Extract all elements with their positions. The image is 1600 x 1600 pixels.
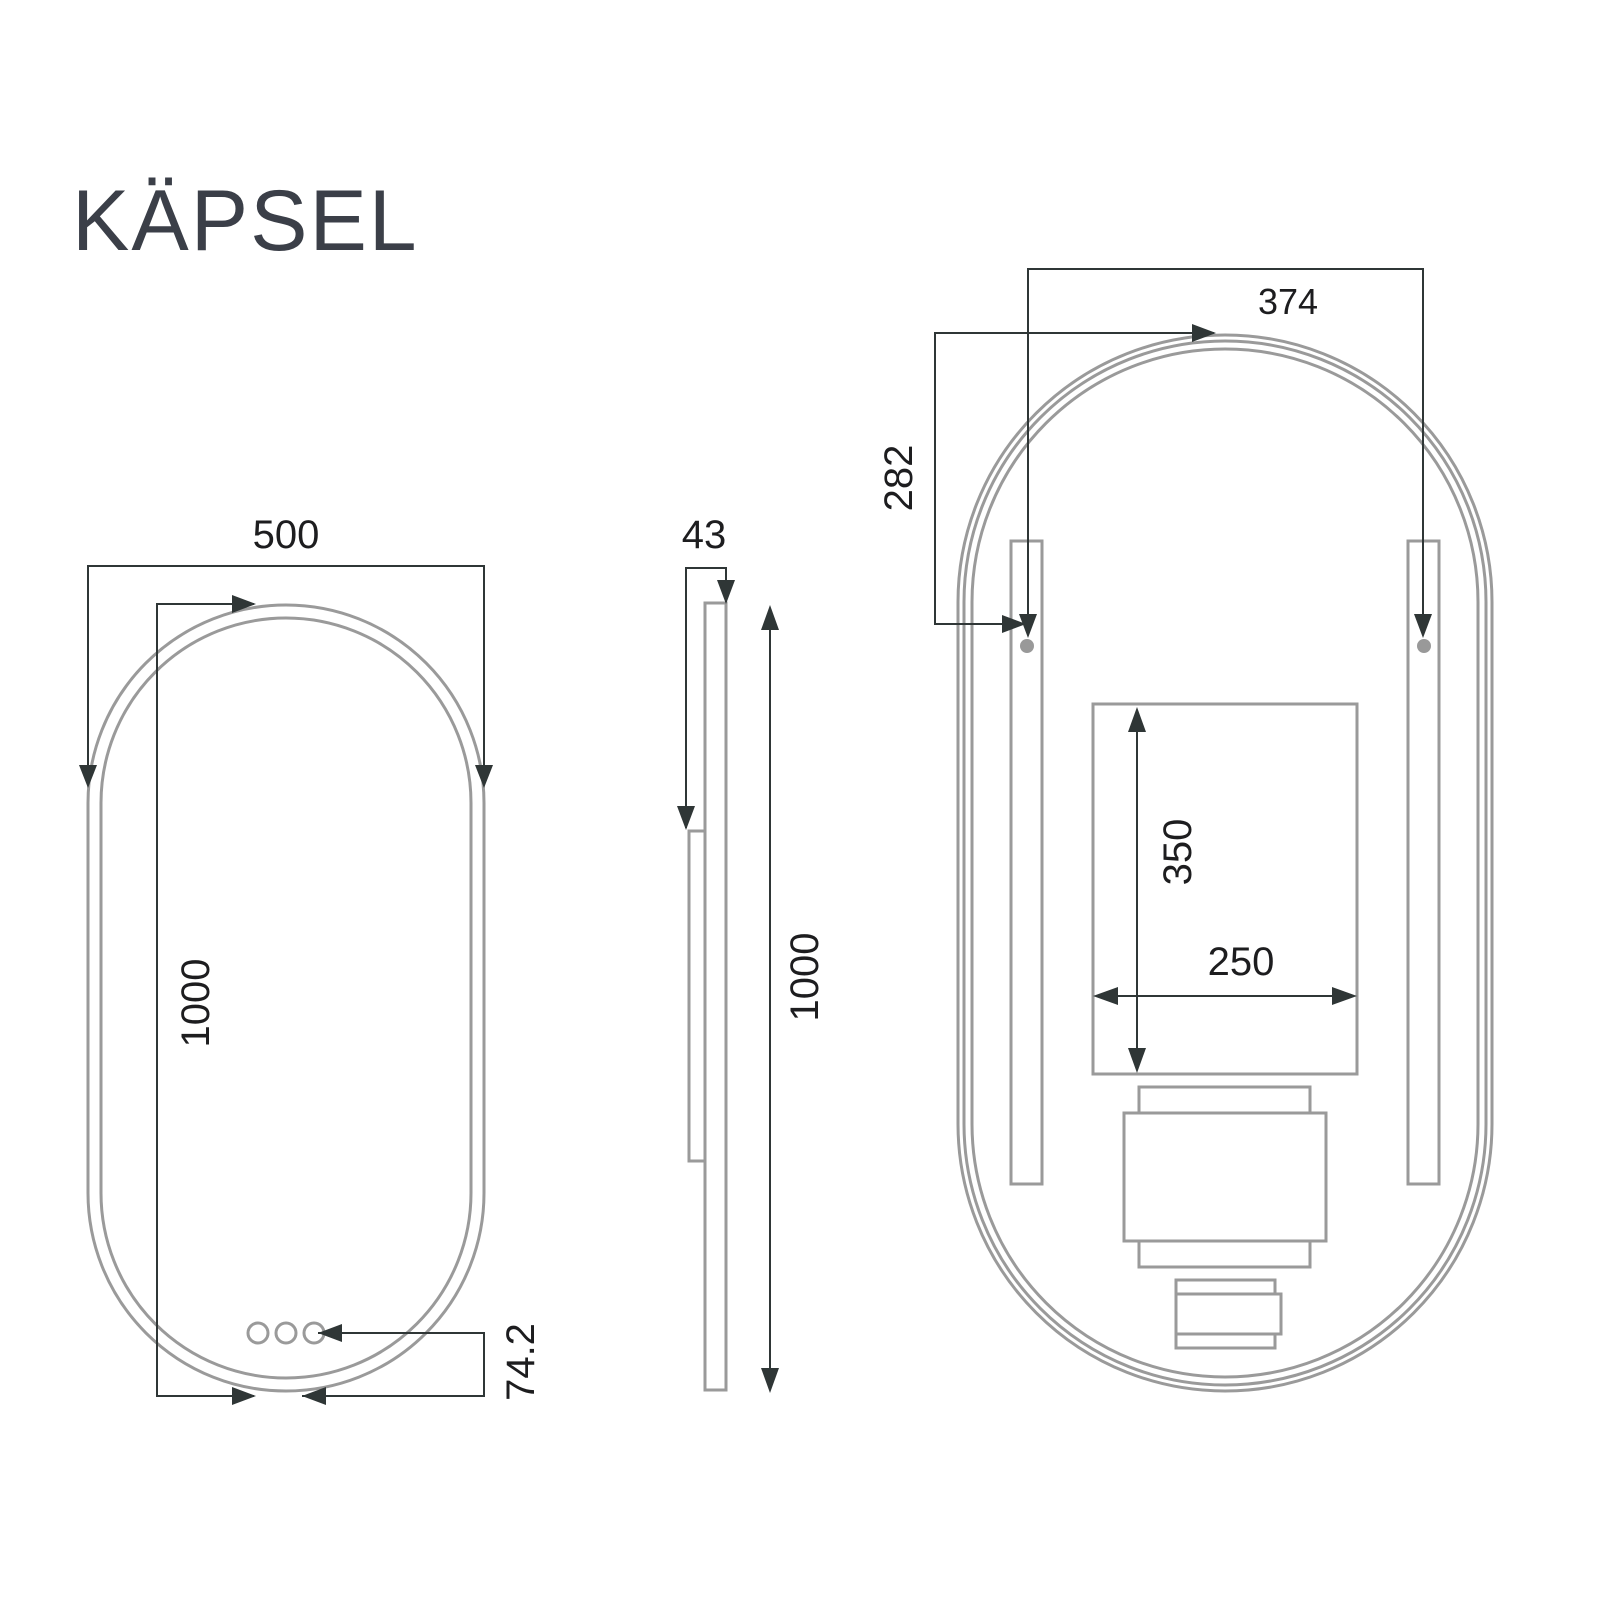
arrow-down-icon bbox=[1414, 614, 1432, 638]
arrow-right-icon bbox=[232, 595, 256, 613]
arrow-left-icon bbox=[1093, 987, 1118, 1005]
back-middle-outline bbox=[962, 339, 1488, 1387]
driver-body bbox=[1122, 1111, 1328, 1243]
switch-body bbox=[1174, 1292, 1283, 1336]
width-dimension-line bbox=[87, 565, 485, 785]
arrow-down-icon bbox=[1128, 1048, 1146, 1073]
arrow-left-icon bbox=[302, 1387, 326, 1405]
mirror-outer-outline bbox=[86, 603, 486, 1393]
arrow-right-icon bbox=[1192, 324, 1216, 342]
product-title: KÄPSEL bbox=[72, 173, 419, 269]
arrow-down-icon bbox=[1019, 614, 1037, 638]
mirror-side-mount bbox=[687, 829, 707, 1163]
arrow-up-icon bbox=[1128, 707, 1146, 732]
arrow-right-icon bbox=[1332, 987, 1357, 1005]
arrow-right-icon bbox=[232, 1387, 256, 1405]
back-outer-outline bbox=[956, 333, 1494, 1393]
height-label: 1000 bbox=[174, 959, 218, 1048]
button-offset-label: 74.2 bbox=[499, 1323, 543, 1401]
height-dimension-line bbox=[156, 603, 254, 1397]
width-label: 500 bbox=[253, 513, 320, 557]
right-hanging-rail bbox=[1406, 539, 1441, 1186]
hanger-height-label: 282 bbox=[877, 445, 921, 512]
side-view: 43 1000 bbox=[677, 513, 827, 1393]
touch-button-icon bbox=[274, 1321, 298, 1345]
depth-label: 43 bbox=[682, 513, 727, 557]
back-inner-outline bbox=[970, 347, 1480, 1379]
driver-top bbox=[1137, 1085, 1312, 1115]
hanger-spacing-dimension-line bbox=[1027, 268, 1424, 630]
arrow-down-icon bbox=[475, 765, 493, 788]
arrow-left-icon bbox=[318, 1324, 342, 1342]
left-hanging-rail bbox=[1009, 539, 1044, 1186]
arrow-right-icon bbox=[1002, 615, 1026, 633]
front-view: 500 1000 74.2 bbox=[79, 513, 543, 1405]
mirror-inner-outline bbox=[99, 616, 473, 1380]
switch-bottom bbox=[1174, 1332, 1277, 1350]
arrow-down-icon bbox=[79, 765, 97, 788]
right-hanger-hole-icon bbox=[1417, 639, 1431, 653]
hanger-spacing-label: 374 bbox=[1258, 281, 1318, 322]
touch-button-icon bbox=[246, 1321, 270, 1345]
arrow-down-icon bbox=[761, 1368, 779, 1393]
box-height-label: 350 bbox=[1156, 819, 1200, 886]
button-offset-dimension-line bbox=[302, 1332, 485, 1397]
switch-top bbox=[1174, 1278, 1277, 1296]
box-width-label: 250 bbox=[1208, 940, 1275, 984]
driver-bottom bbox=[1137, 1239, 1312, 1269]
arrow-down-icon bbox=[677, 806, 695, 830]
side-height-label: 1000 bbox=[783, 933, 827, 1022]
left-hanger-hole-icon bbox=[1020, 639, 1034, 653]
arrow-up-icon bbox=[761, 605, 779, 630]
hanger-height-dimension-line bbox=[934, 332, 1214, 625]
electrical-box bbox=[1091, 702, 1359, 1076]
back-view: 374 282 350 250 bbox=[877, 268, 1494, 1393]
arrow-down-icon bbox=[717, 580, 735, 604]
mirror-side-panel bbox=[703, 601, 728, 1392]
